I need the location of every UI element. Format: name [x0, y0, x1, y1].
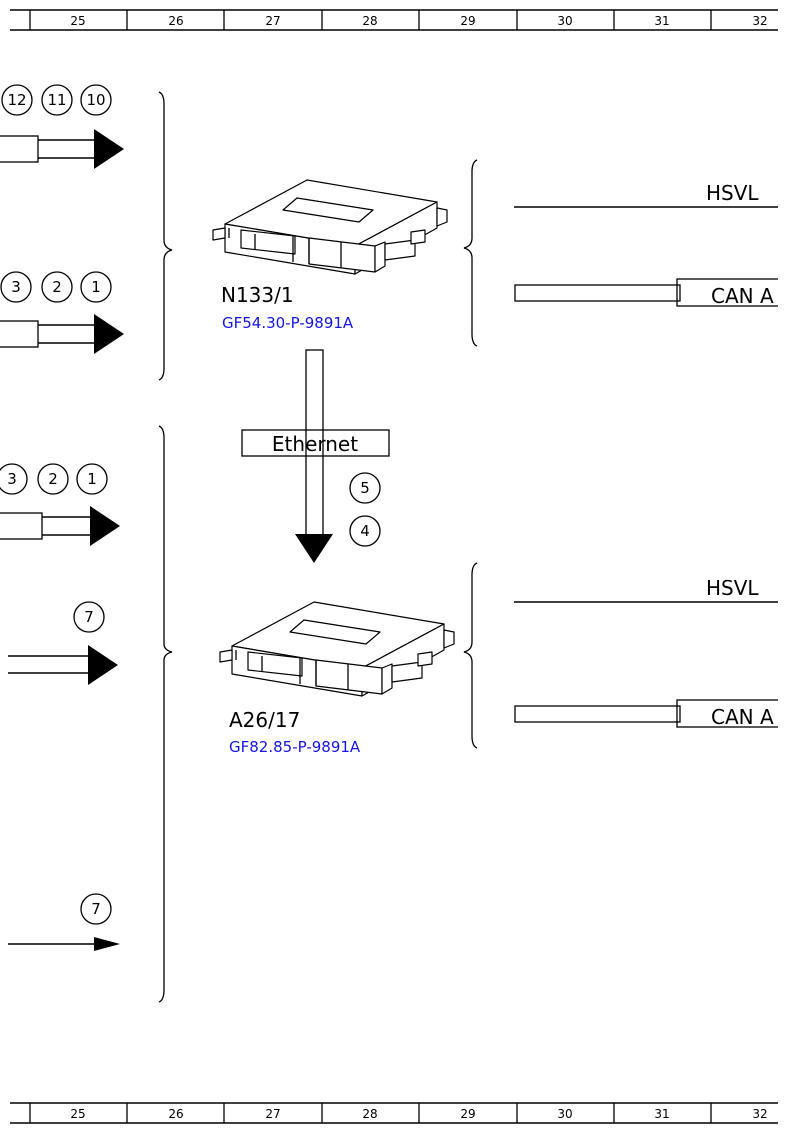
marker-number: 12	[7, 91, 26, 109]
component-link-upper[interactable]: GF54.30-P-9891A	[222, 314, 354, 332]
marker-number: 7	[91, 900, 101, 918]
ecu-a26-17-icon	[219, 601, 455, 697]
left-markers-row-1: 12 11 10	[1, 84, 112, 116]
right-brace-upper	[463, 159, 478, 347]
marker-number: 11	[47, 91, 66, 109]
ruler-number: 26	[168, 14, 183, 28]
callout-marker[interactable]: 4	[349, 515, 381, 547]
callout-marker[interactable]: 7	[73, 601, 105, 633]
component-label-upper: N133/1	[221, 283, 294, 307]
ruler-number: 28	[362, 1107, 377, 1121]
ruler-number: 29	[460, 1107, 475, 1121]
upper-can-wire: CAN A	[514, 278, 778, 308]
lower-hsvl-wire: HSVL	[514, 576, 778, 603]
ethernet-label: Ethernet	[272, 432, 358, 456]
left-arrow-3	[0, 506, 120, 546]
marker-number: 2	[52, 278, 62, 296]
upper-hsvl-wire: HSVL	[514, 181, 778, 208]
callout-marker[interactable]: 11	[41, 84, 73, 116]
callout-marker[interactable]: 2	[37, 463, 69, 495]
marker-number: 1	[91, 278, 101, 296]
marker-number: 4	[360, 522, 370, 540]
marker-number: 2	[48, 470, 58, 488]
left-markers-row-4: 7	[73, 601, 105, 633]
ethernet-connection: Ethernet 5 4	[241, 349, 390, 563]
component-label-lower: A26/17	[229, 708, 300, 732]
marker-number: 3	[11, 278, 21, 296]
wire-label: HSVL	[706, 576, 759, 600]
left-arrow-4	[8, 645, 118, 685]
ruler-number: 32	[752, 1107, 767, 1121]
callout-marker[interactable]: 3	[0, 271, 32, 303]
ethernet-label-box	[241, 429, 390, 457]
marker-number: 1	[87, 470, 97, 488]
callout-marker[interactable]: 10	[80, 84, 112, 116]
callout-marker[interactable]: 7	[80, 893, 112, 925]
left-markers-row-2: 3 2 1	[0, 271, 112, 303]
marker-number: 10	[86, 91, 105, 109]
top-ruler: 25 26 27 28 29 30 31 32	[10, 9, 778, 31]
wire-label: HSVL	[706, 181, 759, 205]
wire-label: CAN A	[711, 705, 774, 729]
right-brace-lower	[463, 562, 478, 749]
left-markers-row-3: 3 2 1	[0, 463, 108, 495]
ruler-number: 26	[168, 1107, 183, 1121]
ruler-number: 31	[654, 14, 669, 28]
ruler-number: 31	[654, 1107, 669, 1121]
marker-number: 3	[7, 470, 17, 488]
ruler-number: 27	[265, 1107, 280, 1121]
lower-can-wire: CAN A	[514, 699, 778, 729]
callout-marker[interactable]: 5	[349, 472, 381, 504]
ruler-number: 28	[362, 14, 377, 28]
left-arrow-5	[8, 937, 120, 951]
ruler-number: 30	[557, 14, 572, 28]
callout-marker[interactable]: 3	[0, 463, 28, 495]
callout-marker[interactable]: 1	[76, 463, 108, 495]
ruler-number: 29	[460, 14, 475, 28]
wire-label: CAN A	[711, 284, 774, 308]
ruler-number: 30	[557, 1107, 572, 1121]
marker-number: 7	[84, 608, 94, 626]
ruler-number: 27	[265, 14, 280, 28]
callout-marker[interactable]: 12	[1, 84, 33, 116]
left-brace-lower	[158, 425, 173, 1003]
component-link-lower[interactable]: GF82.85-P-9891A	[229, 738, 361, 756]
left-arrow-1	[0, 129, 124, 169]
ruler-number: 25	[70, 1107, 85, 1121]
marker-number: 5	[360, 479, 370, 497]
left-brace-upper	[158, 91, 173, 381]
ruler-number: 32	[752, 14, 767, 28]
callout-marker[interactable]: 1	[80, 271, 112, 303]
left-markers-row-5: 7	[80, 893, 112, 925]
ruler-number: 25	[70, 14, 85, 28]
callout-marker[interactable]: 2	[41, 271, 73, 303]
ecu-n133-1-icon	[212, 179, 448, 275]
bottom-ruler: 25 26 27 28 29 30 31 32	[10, 1102, 778, 1124]
left-arrow-2	[0, 314, 124, 354]
